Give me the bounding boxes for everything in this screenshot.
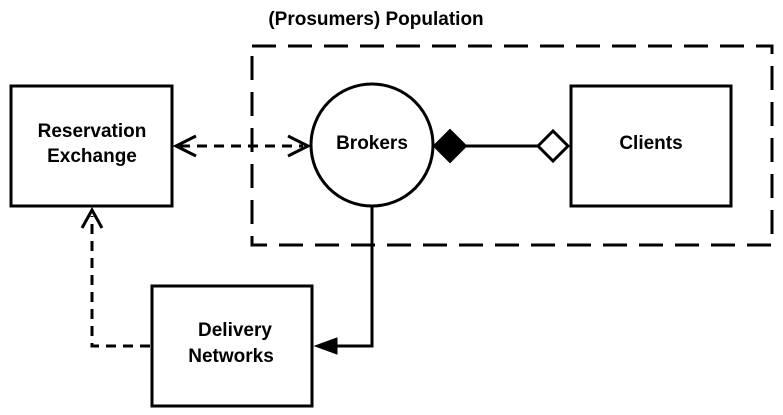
arrow-open-up-icon: [80, 206, 104, 229]
clients-box: [569, 84, 733, 208]
reservation-exchange-label-line1: Reservation: [38, 121, 147, 142]
edge-brokers-delivery: [313, 206, 374, 355]
open-diamond-icon: [535, 128, 571, 164]
reservation-exchange-label-line2: Exchange: [47, 146, 137, 167]
arrow-open-left-icon: [172, 134, 197, 158]
population-group-title: (Prosumers) Population: [268, 9, 483, 30]
delivery-networks-node[interactable]: Delivery Networks: [150, 284, 314, 408]
reservation-exchange-box: [9, 84, 174, 208]
delivery-networks-label-line1: Delivery: [198, 320, 272, 341]
reservation-exchange-node[interactable]: Reservation Exchange: [9, 84, 174, 208]
arrow-open-right-icon: [287, 134, 312, 158]
edge-delivery-exchange: [80, 206, 150, 348]
filled-arrow-left-icon: [313, 337, 338, 355]
clients-label: Clients: [619, 133, 682, 154]
edge-brokers-delivery-line: [334, 206, 374, 348]
delivery-networks-label-line2: Networks: [188, 346, 274, 367]
delivery-networks-box: [150, 284, 314, 408]
edge-delivery-exchange-line: [90, 216, 150, 348]
edge-brokers-clients: [432, 128, 571, 164]
clients-node[interactable]: Clients: [569, 84, 733, 208]
filled-diamond-icon: [432, 128, 468, 164]
brokers-node[interactable]: Brokers: [309, 82, 435, 208]
edge-exchange-brokers: [172, 134, 312, 158]
brokers-label: Brokers: [336, 133, 408, 154]
